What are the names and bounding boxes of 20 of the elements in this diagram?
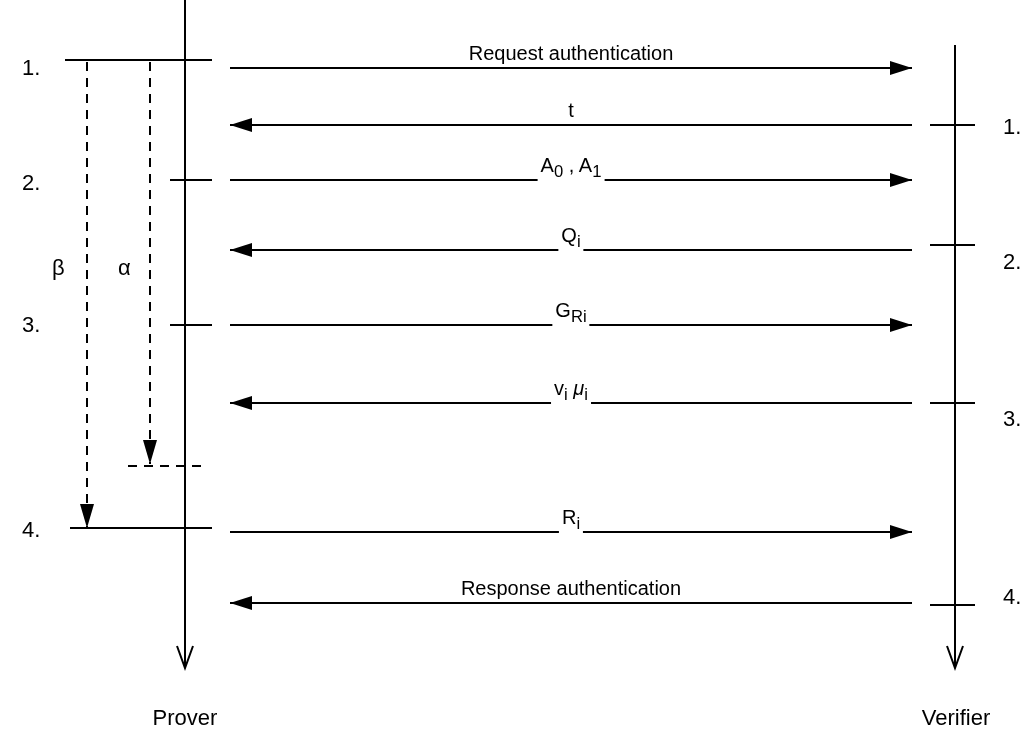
message-arrow [229,396,913,410]
message-arrow [229,118,913,132]
message-arrow [229,173,913,187]
step-number: 1. [22,56,41,80]
message-arrow [229,243,913,257]
duration-label: β [52,256,65,280]
step-number: 2. [22,171,41,195]
step-number: 1. [1003,115,1022,139]
participant-label: Prover [151,705,219,731]
duration-label: α [118,256,131,280]
message-arrow [229,596,913,610]
step-number: 2. [1003,250,1022,274]
participant-label: Verifier [920,705,992,731]
step-number: 4. [1003,585,1022,609]
step-number: 3. [22,313,41,337]
step-number: 4. [22,518,41,542]
message-arrow [229,318,913,332]
step-number: 3. [1003,407,1022,431]
message-arrow [229,525,913,539]
message-arrow [229,61,913,75]
